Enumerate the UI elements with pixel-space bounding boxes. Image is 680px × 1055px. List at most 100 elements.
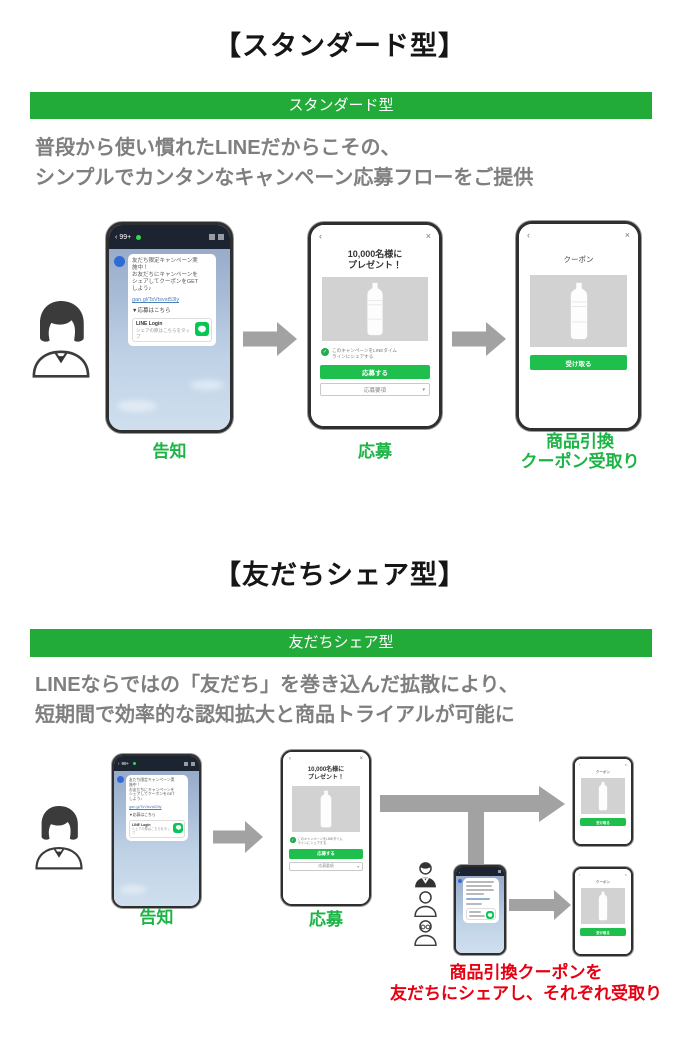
apply-here-label: ▼応募はこちら [132, 308, 171, 314]
menu-icon [498, 870, 501, 873]
phone-chat-shared: ‹ [454, 865, 506, 955]
campaign-title: 10,000名様に プレゼント！ [307, 767, 345, 781]
branch-arrow-shaft [380, 795, 539, 812]
chat-message: 友だち限定キャンペーン実 施中！ お友だちにキャンペーンを シェアしてクーポンを… [132, 258, 199, 292]
product-image [581, 778, 625, 814]
close-icon: × [425, 231, 431, 241]
chat-bubble [463, 878, 499, 923]
section1-title: 【スタンダード型】 [214, 31, 466, 61]
person-icon [414, 891, 437, 917]
line-login-card [466, 908, 496, 920]
campaign-link: gan.gl/TsVtsvst53ly [129, 804, 162, 809]
phone-coupon: ‹ × クーポン 受け取る [573, 867, 633, 956]
link-line-bar [466, 898, 490, 900]
back-icon: ‹ [579, 762, 581, 767]
badge-count: 99+ [119, 233, 132, 241]
check-icon: ✓ [290, 837, 296, 843]
line-chat-screen: ‹ 99+ 友だち限定キャンペーン実 施中！ お友だちにキャンペーンを シェアし… [114, 756, 199, 906]
woman-icon [35, 806, 83, 870]
caret-down-icon: ▾ [422, 386, 425, 393]
text-line-bar [469, 911, 481, 913]
back-icon: ‹ [118, 761, 120, 766]
step-label-oubo: 応募 [309, 910, 343, 929]
line-chat-screen: ‹ [456, 867, 504, 953]
line-login-sub: シェアの際はこちらをタップ [136, 328, 190, 339]
step-label-kokuchi: 告知 [139, 908, 174, 927]
section1-banner: スタンダード型 [30, 92, 652, 119]
arrow-right-icon [509, 890, 571, 920]
close-icon: × [624, 230, 630, 240]
campaign-screen: ‹ × 10,000名様に プレゼント！ ✓ このキャンペーンをLINEタイム … [283, 752, 369, 904]
share-note: 商品引換クーポンを 友だちにシェアし、それぞれ受取り [390, 963, 662, 1003]
bottle-icon [367, 282, 383, 336]
check-icon: ✓ [321, 348, 329, 356]
product-image [322, 277, 428, 341]
coupon-screen: ‹ × クーポン 受け取る [575, 869, 631, 954]
step-label-coupon: 商品引換 クーポン受取り [520, 432, 640, 471]
line-logo-icon [195, 322, 209, 336]
coupon-title: クーポン [563, 255, 594, 264]
sender-avatar [458, 879, 462, 883]
branch-arrow-down [468, 795, 484, 869]
cloud-decoration [117, 400, 157, 412]
bottle-icon [320, 790, 332, 828]
step-label-oubo: 応募 [358, 442, 392, 461]
cloud-decoration [119, 885, 147, 894]
line-login-title: LINE Login [132, 822, 151, 827]
text-line-bar [466, 893, 484, 895]
cloud-decoration [190, 380, 224, 390]
step-label-kokuchi: 告知 [152, 442, 187, 461]
section2-banner: 友だちシェア型 [30, 629, 652, 657]
section2-description: LINEならではの「友だち」を巻き込んだ拡散により、 短期間で効率的な認知拡大と… [35, 674, 519, 726]
text-line-bar [466, 885, 492, 887]
text-line-bar [469, 915, 485, 917]
campaign-screen: ‹ × 10,000名様に プレゼント！ ✓ このキャンペーンをLINEタイム … [311, 225, 439, 426]
line-login-sub: シェアの際はこちらをタップ [132, 827, 171, 836]
share-checkbox-label: このキャンペーンをLINEタイム ラインにシェアする [297, 837, 343, 845]
online-dot-icon [136, 234, 142, 240]
section1-description: 普段から使い慣れたLINEだからこその、 シンプルでカンタンなキャンペーン応募フ… [35, 137, 534, 189]
sender-avatar [117, 776, 124, 783]
back-icon: ‹ [527, 230, 530, 240]
text-line-bar [466, 881, 494, 883]
line-login-card: LINE Login シェアの際はこちらをタップ [129, 819, 185, 839]
text-line-bar [466, 889, 494, 891]
phone-campaign: ‹ × 10,000名様に プレゼント！ ✓ このキャンペーンをLINEタイム … [281, 750, 371, 906]
phone-chat: ‹ 99+ 友だち限定キャンペーン実 施中！ お友だちにキャンペーンを シェアし… [112, 754, 201, 908]
elder-glasses-icon [414, 920, 437, 946]
coupon-title: クーポン [595, 880, 611, 884]
menu-icon [218, 234, 224, 240]
arrow-right-icon [213, 821, 263, 853]
receive-button: 受け取る [530, 355, 627, 370]
line-login-card: LINE Login シェアの際はこちらをタップ [132, 318, 212, 342]
woman-icon [32, 301, 90, 378]
product-image [292, 786, 360, 832]
terms-button: 応募要項 ▾ [320, 383, 430, 397]
text-line-bar [466, 903, 482, 905]
line-logo-icon [486, 911, 494, 919]
arrow-right-icon [539, 786, 565, 822]
arrow-right-icon [452, 321, 506, 357]
badge-count: 99+ [121, 761, 130, 766]
chat-bubble: 友だち限定キャンペーン実 施中！ お友だちにキャンペーンを シェアしてクーポンを… [128, 254, 216, 346]
friends-group [413, 861, 438, 946]
line-logo-icon [173, 822, 183, 833]
back-icon: ‹ [289, 756, 291, 762]
online-dot-icon [133, 762, 137, 765]
apply-button: 応募する [289, 849, 363, 859]
search-icon [209, 234, 215, 240]
line-login-title: LINE Login [136, 321, 163, 327]
back-icon: ‹ [579, 872, 581, 877]
bottle-icon [598, 781, 608, 811]
chat-bubble: 友だち限定キャンペーン実 施中！ お友だちにキャンペーンを シェアしてクーポンを… [126, 775, 188, 842]
apply-button: 応募する [320, 365, 430, 380]
coupon-screen: ‹ × クーポン 受け取る [519, 224, 638, 428]
back-icon: ‹ [115, 233, 118, 241]
phone-campaign: ‹ × 10,000名様に プレゼント！ ✓ このキャンペーンをLINEタイム … [308, 222, 442, 429]
back-icon: ‹ [319, 231, 322, 241]
campaign-link: gan.gl/TsVtsvst53ly [132, 297, 180, 303]
close-icon: × [359, 756, 363, 762]
apply-here-label: ▼応募はこちら [129, 812, 156, 817]
receive-button: 受け取る [580, 818, 626, 826]
